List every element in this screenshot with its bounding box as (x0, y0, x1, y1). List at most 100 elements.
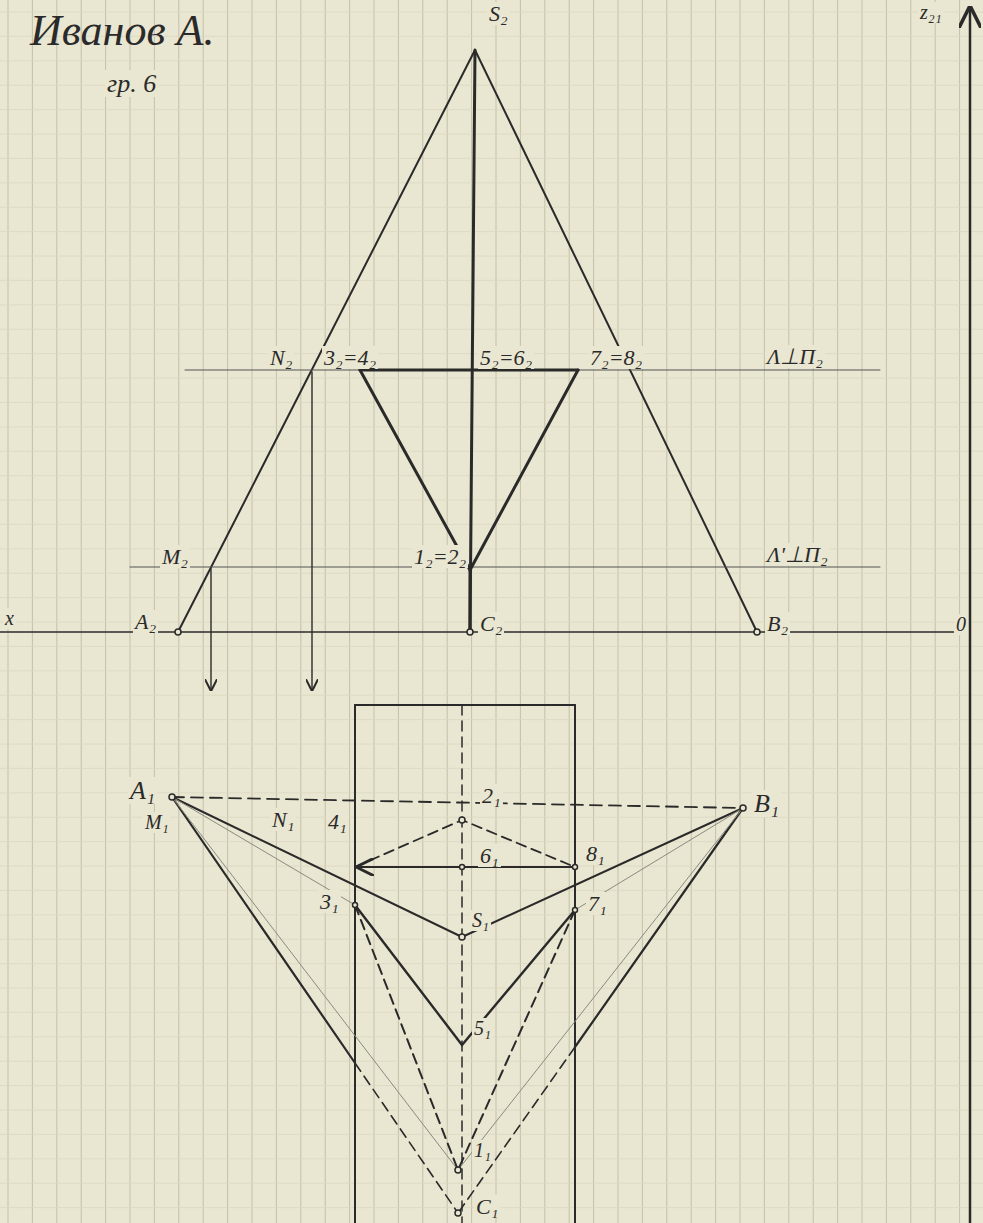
grid-line (422, 0, 423, 1223)
hidden-edge (355, 1063, 458, 1213)
points (169, 629, 760, 1216)
point-label: 8₁ (584, 842, 607, 865)
grid-line (666, 0, 667, 1223)
point-label: B₂ (765, 612, 790, 635)
grid-line (0, 426, 983, 427)
section-line (469, 570, 472, 632)
section-line (355, 905, 575, 1045)
grid-line (0, 182, 983, 183)
point (459, 817, 465, 823)
grid-line (0, 280, 983, 281)
edge-line (172, 797, 355, 1063)
grid-line (935, 0, 936, 1223)
point (460, 865, 465, 870)
edge-line (470, 50, 475, 632)
grid-line (0, 500, 983, 501)
section-hidden (355, 820, 575, 867)
grid-line (0, 524, 983, 525)
grid-line (0, 1134, 983, 1135)
section-line (360, 370, 578, 570)
point-label: M₂ (160, 545, 190, 568)
grid-line (0, 1085, 983, 1086)
grid-line (813, 0, 814, 1223)
grid-line (56, 0, 57, 1223)
prism-edge-hidden (461, 705, 463, 1223)
grid-line (0, 963, 983, 964)
grid-line (837, 0, 838, 1223)
grid-line (398, 0, 399, 1223)
grid-line (886, 0, 887, 1223)
grid-line (32, 0, 33, 1223)
grid-line (203, 0, 204, 1223)
grid-line (252, 0, 253, 1223)
grid-line (0, 402, 983, 403)
grid-line (105, 0, 106, 1223)
point-label: C₁ (474, 1195, 500, 1218)
grid-line (740, 0, 741, 1223)
point (573, 908, 578, 913)
z-axis (969, 8, 972, 1223)
grid-line (0, 207, 983, 208)
point (175, 629, 181, 635)
construction-line (458, 808, 743, 1170)
author-title: Иванов А. (30, 8, 214, 54)
point (573, 865, 578, 870)
grid-line (0, 719, 983, 720)
grid-line (276, 0, 277, 1223)
grid-line (959, 0, 960, 1223)
plane-trace (185, 370, 880, 371)
section-hidden (355, 905, 458, 1170)
point-label: 3₁ (318, 890, 341, 913)
point-label: A₂ (133, 610, 158, 633)
point-label: 0 (954, 614, 968, 635)
grid-line (862, 0, 863, 1223)
section-hidden (458, 910, 575, 1170)
point (455, 1167, 461, 1173)
point (169, 794, 175, 800)
grid-line (569, 0, 570, 1223)
point-label: 5₁ (472, 1018, 493, 1039)
prism-outline (355, 704, 575, 706)
grid-line (593, 0, 594, 1223)
point-label: z₂₁ (918, 2, 944, 23)
hidden-edge (172, 797, 743, 808)
grid-line (0, 573, 983, 574)
point-label: S₁ (470, 910, 491, 931)
grid-line (0, 1012, 983, 1013)
point-label: M₁ (143, 812, 171, 833)
grid-line (325, 0, 326, 1223)
point-label: 6₁ (478, 844, 501, 867)
projection-arrow (311, 372, 312, 690)
grid-line (0, 939, 983, 940)
grid-line (0, 378, 983, 379)
grid-line (642, 0, 643, 1223)
point-label: 7₂=8₂ (588, 346, 644, 369)
point-label: Λ⊥Π₂ (765, 345, 825, 368)
point-label: A₁ (128, 777, 157, 804)
point-label: 4₁ (326, 810, 349, 833)
grid-line (0, 109, 983, 110)
grid-line (715, 0, 716, 1223)
grid-line (0, 988, 983, 989)
grid-line (227, 0, 228, 1223)
grid-line (618, 0, 619, 1223)
grid-line (520, 0, 521, 1223)
grid-line (0, 744, 983, 745)
grid-line (0, 841, 983, 842)
grid-line (0, 597, 983, 598)
grid-line (0, 695, 983, 696)
point-label: 2₁ (480, 784, 503, 807)
grid-line (374, 0, 375, 1223)
projection-arrow (210, 569, 211, 690)
grid-line (0, 329, 983, 330)
grid-line (0, 158, 983, 159)
point-label: x (3, 608, 16, 629)
edge-line (475, 50, 757, 632)
grid-line (0, 670, 983, 671)
point-label: 1₂=2₂ (412, 545, 468, 568)
grid-line (349, 0, 350, 1223)
point-label: 1₁ (472, 1140, 493, 1161)
grid-line (0, 646, 983, 647)
